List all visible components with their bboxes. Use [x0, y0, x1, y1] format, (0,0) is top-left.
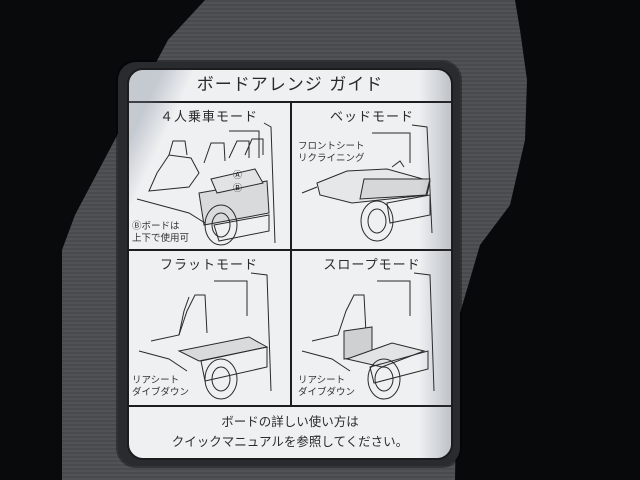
panel-note: リアシート ダイブダウン — [298, 375, 356, 398]
panel-note: フロントシート リクライニング — [298, 141, 365, 164]
panel-slope-mode: スロープモード リアシート ダイブダウン — [292, 251, 451, 400]
panel-note: Ⓑボードは 上下で使用可 — [132, 221, 190, 244]
footer-line: ボードの詳しい使い方は — [221, 414, 359, 429]
panel-four-seat-mode: ４人乗車モード Ⓐ Ⓑ — [129, 103, 289, 249]
panel-note: リアシート ダイブダウン — [132, 375, 190, 398]
panel-flat-mode: フラットモード リアシート ダイブダウン — [129, 251, 289, 400]
grid-divider-horizontal — [129, 249, 451, 251]
car-interior-diagram-icon: Ⓐ Ⓑ — [136, 122, 276, 246]
svg-text:Ⓐ: Ⓐ — [233, 170, 242, 181]
svg-text:Ⓑ: Ⓑ — [233, 183, 242, 194]
label-title: ボードアレンジ ガイド — [129, 70, 451, 103]
grid-divider-vertical — [290, 103, 292, 407]
car-interior-diagram-icon — [301, 124, 433, 242]
car-interior-diagram-icon — [301, 272, 435, 400]
panel-title: スロープモード — [323, 258, 421, 273]
label-footer: ボードの詳しい使い方は クイックマニュアルを参照してください。 — [129, 409, 451, 458]
panel-title: ４人乗車モード — [159, 110, 258, 125]
car-interior-diagram-icon — [138, 272, 272, 400]
panel-title: フラットモード — [159, 258, 258, 273]
board-arrange-guide-label: ボードアレンジ ガイド ４人乗車モード — [127, 68, 453, 460]
panel-bed-mode: ベッドモード フロントシート リクライニング — [292, 103, 451, 249]
panel-title: ベッドモード — [329, 110, 414, 125]
footer-line: クイックマニュアルを参照してください。 — [171, 434, 409, 449]
footer-divider — [129, 405, 451, 407]
mode-grid: ４人乗車モード Ⓐ Ⓑ — [129, 103, 451, 407]
